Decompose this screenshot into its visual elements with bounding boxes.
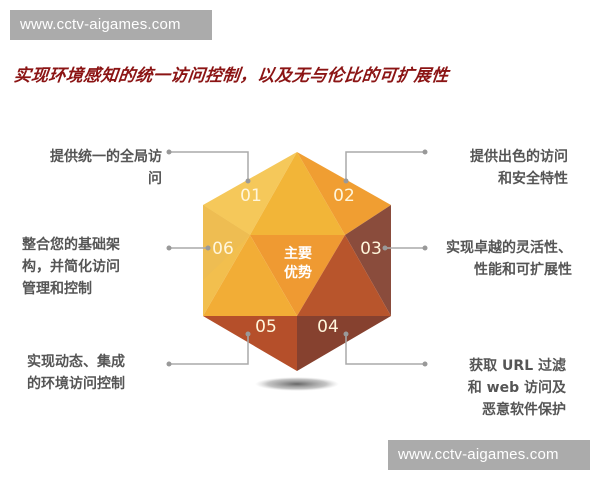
- segment-label-04: 获取 URL 过滤 和 web 访问及 恶意软件保护: [468, 355, 566, 421]
- facet-lower-left: [203, 235, 297, 316]
- segment-number-01: 01: [240, 186, 262, 206]
- facet-lower-right: [297, 235, 391, 316]
- connector-dot: [166, 245, 172, 251]
- label-line: 和 web 访问及: [467, 380, 566, 396]
- facet-04: [297, 316, 391, 371]
- label-line: 管理和控制: [22, 281, 92, 297]
- label-line: 实现动态、集成: [27, 354, 125, 370]
- label-line: 恶意软件保护: [482, 402, 566, 418]
- facet-01: [203, 152, 297, 235]
- connector-dot: [245, 331, 251, 337]
- segment-number-03: 03: [360, 239, 382, 259]
- connector-dot: [205, 245, 211, 251]
- segment-number-05: 05: [255, 317, 277, 337]
- watermark-bottom: www.cctv-aigames.com: [388, 440, 590, 470]
- center-label-line2: 优势: [284, 264, 312, 281]
- connector-01: [169, 151, 249, 181]
- facet-center: [250, 235, 345, 316]
- segment-number-06: 06: [212, 239, 234, 259]
- connector-dot: [422, 149, 428, 155]
- center-label-line1: 主要: [284, 245, 312, 262]
- segment-number-02: 02: [333, 186, 355, 206]
- connector-dot: [343, 178, 349, 184]
- facet-03: [345, 205, 391, 316]
- label-line: 问: [148, 171, 162, 187]
- connector-dot: [382, 245, 388, 251]
- label-line: 提供统一的全局访: [50, 149, 162, 165]
- connector-05: [169, 334, 249, 365]
- label-line: 提供出色的访问: [470, 149, 568, 165]
- facet-02: [297, 152, 391, 235]
- segment-label-02: 提供出色的访问 和安全特性: [470, 146, 568, 190]
- label-line: 实现卓越的灵活性、: [446, 240, 572, 256]
- connector-02: [345, 151, 425, 181]
- label-line: 和安全特性: [498, 171, 568, 187]
- connector-dot: [422, 245, 428, 251]
- segment-label-03: 实现卓越的灵活性、 性能和可扩展性: [446, 237, 572, 281]
- connector-dot: [343, 331, 349, 337]
- segment-label-01: 提供统一的全局访 问: [50, 146, 162, 190]
- connector-04: [345, 334, 425, 365]
- connector-dot: [166, 361, 172, 367]
- label-line: 性能和可扩展性: [474, 262, 572, 278]
- segment-label-05: 实现动态、集成 的环境访问控制: [27, 351, 125, 395]
- watermark-top: www.cctv-aigames.com: [10, 10, 212, 40]
- label-line: 获取 URL 过滤: [469, 358, 566, 374]
- facet-06-shade: [203, 205, 250, 280]
- segment-number-04: 04: [317, 317, 339, 337]
- connector-dot: [166, 149, 172, 155]
- label-line: 整合您的基础架: [22, 237, 120, 253]
- hexagon-shadow: [255, 377, 339, 391]
- label-line: 构，并简化访问: [22, 259, 120, 275]
- facet-05: [203, 316, 297, 371]
- label-line: 的环境访问控制: [27, 376, 125, 392]
- connector-dot: [245, 178, 251, 184]
- connector-dot: [422, 361, 428, 367]
- facet-top-center: [250, 152, 345, 235]
- segment-label-06: 整合您的基础架 构，并简化访问 管理和控制: [22, 234, 120, 300]
